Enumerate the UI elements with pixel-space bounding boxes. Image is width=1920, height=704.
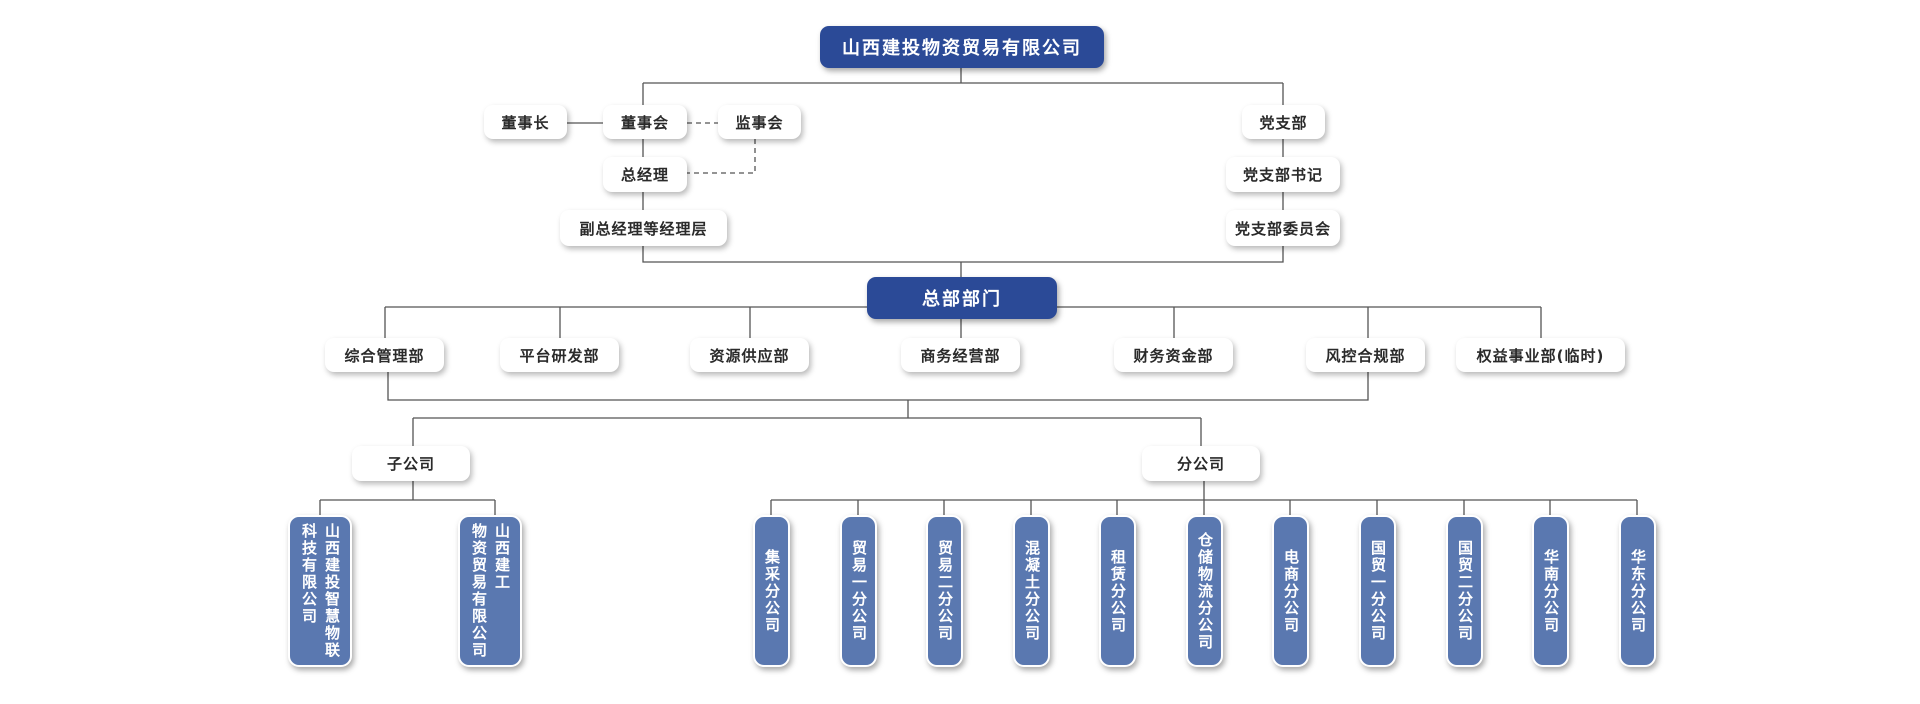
subsidiaries-node: 子公司 [352,446,470,481]
supervisory-board-node: 监事会 [718,105,801,139]
deputy-managers-node: 副总经理等经理层 [560,210,727,246]
board-node: 董事会 [603,105,687,139]
branches-node: 分公司 [1142,446,1260,481]
department-node: 平台研发部 [500,338,619,372]
department-node: 资源供应部 [690,338,809,372]
department-node: 商务经营部 [901,338,1020,372]
supervisory-dashed-line [687,139,756,174]
chairman-node: 董事长 [484,105,567,139]
company-title: 山西建投物资贸易有限公司 [820,26,1104,68]
branch-box: 仓储物流分公司 [1186,515,1223,667]
party-secretary-node: 党支部书记 [1226,157,1340,192]
subsidiary-label: 山西建工 物资贸易有限公司 [470,523,511,659]
party-committee-node: 党支部委员会 [1226,210,1340,246]
branch-label: 贸易二分公司 [936,540,954,642]
branch-box: 华南分公司 [1532,515,1569,667]
subsidiary-box: 山西建工 物资贸易有限公司 [458,515,522,667]
branch-label: 华南分公司 [1542,548,1560,634]
connector-line [412,417,1202,446]
branch-label: 国贸一分公司 [1369,540,1387,642]
connector-line [642,68,1284,105]
branch-box: 贸易二分公司 [926,515,963,667]
subsidiary-box: 山西建投智慧物联 科技有限公司 [288,515,352,667]
connector-line [770,481,1638,516]
branch-label: 贸易一分公司 [850,540,868,642]
branch-box: 租赁分公司 [1099,515,1136,667]
department-node: 财务资金部 [1114,338,1233,372]
branch-label: 国贸二分公司 [1456,540,1474,642]
department-node: 风控合规部 [1306,338,1425,372]
headquarters-node: 总部部门 [867,277,1057,319]
branch-box: 混凝土分公司 [1013,515,1050,667]
branch-box: 国贸二分公司 [1446,515,1483,667]
branch-box: 华东分公司 [1619,515,1656,667]
branch-box: 集采分公司 [753,515,790,667]
connector-line [642,246,1284,277]
branch-label: 仓储物流分公司 [1196,531,1214,651]
branch-box: 国贸一分公司 [1359,515,1396,667]
department-node: 综合管理部 [325,338,444,372]
general-manager-node: 总经理 [603,157,687,192]
branch-box: 贸易一分公司 [840,515,877,667]
branch-label: 租赁分公司 [1109,548,1127,634]
department-node: 权益事业部(临时) [1456,338,1625,372]
branch-label: 集采分公司 [763,548,781,634]
subsidiary-label: 山西建投智慧物联 科技有限公司 [300,523,341,659]
branch-box: 电商分公司 [1272,515,1309,667]
connector-line [387,372,1369,418]
party-branch-node: 党支部 [1242,105,1325,139]
branch-label: 华东分公司 [1629,548,1647,634]
branch-label: 电商分公司 [1282,548,1300,634]
branch-label: 混凝土分公司 [1023,540,1041,642]
connector-line [319,481,496,516]
